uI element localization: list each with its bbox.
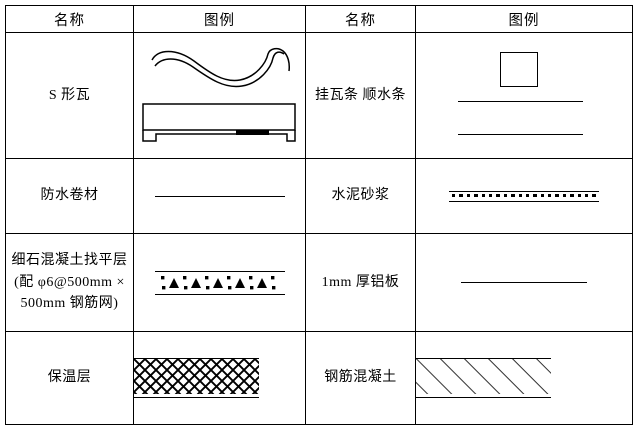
symbol-cell-insulation-layer bbox=[133, 331, 306, 425]
table-header-row: 名称 图例 名称 图例 bbox=[5, 5, 633, 33]
header-name-2: 名称 bbox=[305, 5, 416, 33]
s-tile-drawing bbox=[140, 41, 300, 151]
header-symbol-1: 图例 bbox=[133, 5, 306, 33]
material-name-fine-stone-concrete-screed: 细石混凝土找平层 (配 φ6@500mm × 500mm 钢筋网) bbox=[5, 233, 134, 332]
header-name-1: 名称 bbox=[5, 5, 134, 33]
symbol-cell-reinforced-concrete bbox=[415, 331, 633, 425]
batten-line-upper-icon bbox=[458, 100, 583, 102]
symbol-cell-fine-stone-concrete bbox=[133, 233, 306, 332]
table-row: 保温层 钢筋混凝土 bbox=[5, 331, 633, 425]
material-name-aluminium-sheet: 1mm 厚铝板 bbox=[305, 233, 416, 332]
material-name-tile-batten: 挂瓦条 顺水条 bbox=[305, 32, 416, 159]
material-name-waterproof-membrane: 防水卷材 bbox=[5, 158, 134, 234]
reinforced-concrete-hatch-pattern bbox=[416, 359, 551, 394]
symbol-cell-waterproof-membrane bbox=[133, 158, 306, 234]
batten-square-icon bbox=[500, 51, 538, 87]
symbol-cell-s-tile bbox=[133, 32, 306, 159]
material-name-line: (配 φ6@500mm × bbox=[14, 274, 125, 290]
material-name-s-tile: S 形瓦 bbox=[5, 32, 134, 159]
s-curve-profile-icon bbox=[150, 47, 290, 87]
batten-line-lower-icon bbox=[458, 133, 583, 135]
table-row: 细石混凝土找平层 (配 φ6@500mm × 500mm 钢筋网) bbox=[5, 233, 633, 332]
material-name-line: 挂瓦条 顺水条 bbox=[315, 87, 406, 103]
material-name-line: 细石混凝土找平层 bbox=[11, 252, 128, 268]
material-name-line: S 形瓦 bbox=[48, 87, 91, 103]
material-name-cement-mortar: 水泥砂浆 bbox=[305, 158, 416, 234]
material-name-line: 1mm 厚铝板 bbox=[321, 274, 400, 290]
thin-line-icon bbox=[461, 282, 587, 283]
batten-drawing bbox=[444, 46, 604, 146]
table-row: 防水卷材 水泥砂浆 bbox=[5, 158, 633, 234]
material-name-line: 保温层 bbox=[47, 370, 92, 386]
insulation-cross-hatch-pattern bbox=[134, 359, 259, 394]
mortar-dotted-band-icon bbox=[449, 190, 599, 202]
fine-stone-concrete-band-icon bbox=[154, 270, 285, 295]
symbol-cell-tile-batten bbox=[415, 32, 633, 159]
reinforced-concrete-band-icon bbox=[416, 358, 551, 398]
material-name-line: 500mm 钢筋网) bbox=[20, 296, 119, 312]
header-symbol-2: 图例 bbox=[415, 5, 633, 33]
legend-table: 名称 图例 名称 图例 S 形瓦 挂瓦条 顺水条 bbox=[5, 5, 633, 425]
fine-stone-concrete-pattern bbox=[160, 275, 275, 289]
insulation-mesh-band-icon bbox=[134, 358, 259, 398]
symbol-cell-cement-mortar bbox=[415, 158, 633, 234]
material-name-line: 防水卷材 bbox=[40, 188, 99, 204]
table-row: S 形瓦 挂瓦条 顺水条 bbox=[5, 32, 633, 159]
material-name-line: 水泥砂浆 bbox=[331, 188, 390, 204]
s-tile-section-icon bbox=[141, 102, 296, 142]
symbol-cell-aluminium-sheet bbox=[415, 233, 633, 332]
single-line-icon bbox=[154, 195, 285, 197]
material-name-reinforced-concrete: 钢筋混凝土 bbox=[305, 331, 416, 425]
material-name-line: 钢筋混凝土 bbox=[324, 370, 397, 386]
mortar-dots-group bbox=[449, 193, 599, 199]
material-name-insulation-layer: 保温层 bbox=[5, 331, 134, 425]
